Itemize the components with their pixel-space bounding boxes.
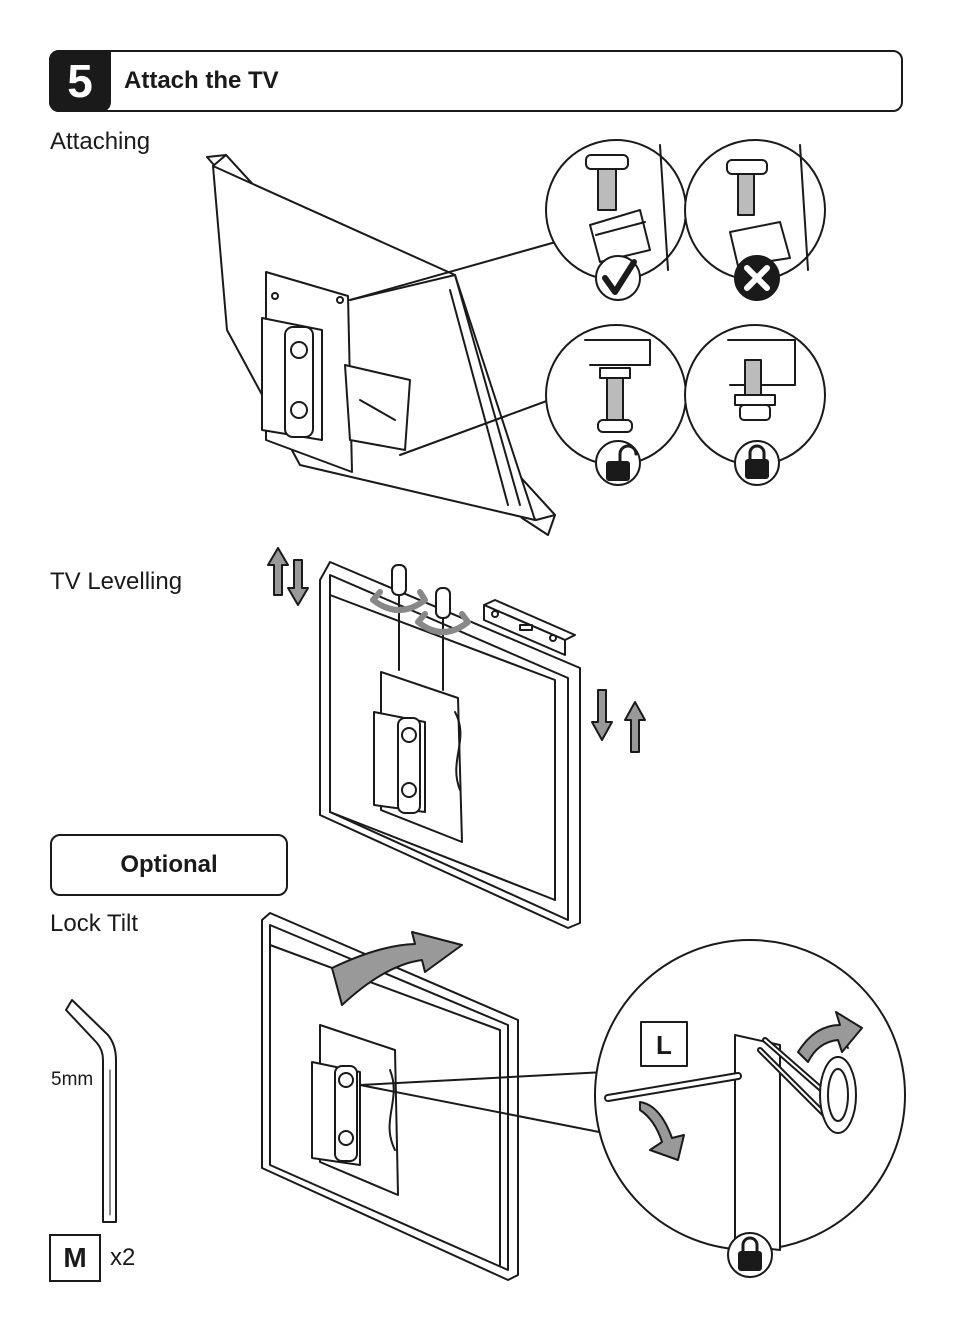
part-quantity: x2 — [110, 1244, 136, 1271]
tv-levelling-illustration — [267, 547, 646, 929]
check-icon — [602, 259, 637, 295]
detail-correct — [545, 139, 687, 301]
allen-key-icon — [65, 999, 117, 1223]
optional-badge: Optional — [50, 834, 288, 896]
rotate-up-arrow-icon — [797, 1011, 863, 1063]
part-code: M — [49, 1234, 101, 1282]
screwdriver-1 — [370, 564, 428, 671]
rotate-down-arrow-icon — [639, 1101, 685, 1161]
detail-unlocked — [545, 324, 687, 486]
step-number: 5 — [49, 50, 111, 112]
screwdriver-2 — [415, 587, 471, 691]
detail-locked — [684, 324, 826, 486]
locked-padlock-icon — [745, 444, 769, 479]
locked-padlock-icon — [738, 1236, 762, 1271]
tilt-arrow-icon — [331, 931, 463, 1006]
badge-l: L — [656, 1030, 672, 1060]
rotate-arrow-icon — [415, 611, 471, 635]
cross-icon — [744, 265, 770, 291]
spirit-level-icon — [483, 599, 576, 656]
section-label-lock-tilt: Lock Tilt — [50, 910, 139, 937]
tv-lock-tilt-illustration — [261, 912, 641, 1281]
wall-plate-levelling — [373, 671, 463, 843]
rotate-arrow-icon — [370, 589, 428, 613]
tv-attaching-illustration — [206, 154, 571, 536]
tool-size-label: 5mm — [51, 1069, 94, 1090]
wall-plate-lock-tilt — [311, 1024, 641, 1196]
unlocked-padlock-icon — [606, 444, 638, 481]
section-label-tv-levelling: TV Levelling — [50, 568, 183, 595]
step-title: Attach the TV — [124, 67, 279, 94]
section-label-attaching: Attaching — [50, 128, 151, 155]
wall-plate-attaching — [261, 237, 571, 473]
detail-incorrect — [684, 139, 826, 301]
up-down-arrow-icon — [267, 547, 646, 753]
detail-lock-tilt: L — [594, 939, 906, 1278]
step-header: 5 Attach the TV — [49, 50, 903, 112]
